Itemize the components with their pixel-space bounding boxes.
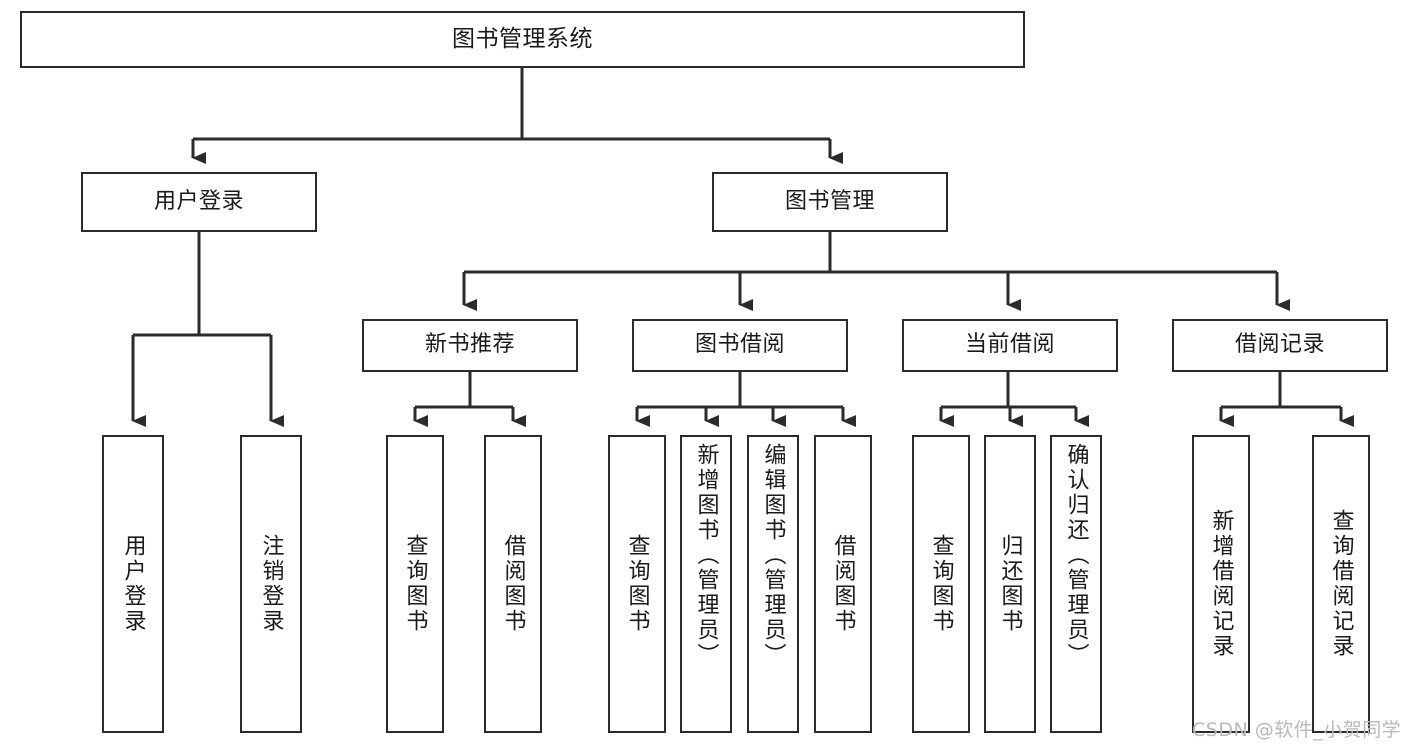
node-book-manage[interactable]: 图书管理 xyxy=(712,172,948,232)
node-new-book-rec[interactable]: 新书推荐 xyxy=(362,319,578,372)
node-leaf-bb-borrow[interactable]: 借阅图书 xyxy=(814,435,872,733)
node-leaf-cb-return-label: 归还图书 xyxy=(997,534,1023,634)
watermark-credit: CSDN @软件_小贺同学 xyxy=(1192,719,1402,741)
node-user-login[interactable]: 用户登录 xyxy=(81,172,317,232)
node-borrow-record[interactable]: 借阅记录 xyxy=(1172,319,1388,372)
node-leaf-rec-borrow-label: 借阅图书 xyxy=(500,534,526,634)
node-leaf-rec-query[interactable]: 查询图书 xyxy=(386,435,444,733)
node-book-borrow[interactable]: 图书借阅 xyxy=(632,319,848,372)
node-leaf-cb-confirm[interactable]: 确认归还（管理员） xyxy=(1050,435,1102,733)
node-leaf-cb-query-label: 查询图书 xyxy=(928,534,954,634)
node-leaf-rec-borrow[interactable]: 借阅图书 xyxy=(484,435,542,733)
node-book-manage-label: 图书管理 xyxy=(784,188,875,214)
node-leaf-user-logout-label: 注销登录 xyxy=(258,534,284,634)
node-new-book-rec-label: 新书推荐 xyxy=(424,332,515,358)
node-leaf-bb-edit-label: 编辑图书（管理员） xyxy=(760,443,786,668)
node-leaf-cb-query[interactable]: 查询图书 xyxy=(912,435,970,733)
node-leaf-br-query[interactable]: 查询借阅记录 xyxy=(1312,435,1370,733)
node-leaf-rec-query-label: 查询图书 xyxy=(402,534,428,634)
node-leaf-bb-query-label: 查询图书 xyxy=(624,534,650,634)
node-leaf-bb-edit[interactable]: 编辑图书（管理员） xyxy=(747,435,799,733)
node-current-borrow[interactable]: 当前借阅 xyxy=(902,319,1118,372)
node-leaf-user-logout[interactable]: 注销登录 xyxy=(240,435,302,733)
node-leaf-cb-return[interactable]: 归还图书 xyxy=(984,435,1036,733)
node-leaf-user-login-label: 用户登录 xyxy=(120,534,146,634)
node-root-label: 图书管理系统 xyxy=(452,25,593,52)
node-leaf-bb-query[interactable]: 查询图书 xyxy=(608,435,666,733)
node-current-borrow-label: 当前借阅 xyxy=(964,332,1055,358)
node-root[interactable]: 图书管理系统 xyxy=(20,11,1025,68)
node-borrow-record-label: 借阅记录 xyxy=(1234,332,1325,358)
node-book-borrow-label: 图书借阅 xyxy=(694,332,785,358)
node-leaf-br-add[interactable]: 新增借阅记录 xyxy=(1192,435,1250,733)
node-leaf-bb-add[interactable]: 新增图书（管理员） xyxy=(680,435,732,733)
node-leaf-bb-add-label: 新增图书（管理员） xyxy=(693,443,719,668)
node-leaf-bb-borrow-label: 借阅图书 xyxy=(830,534,856,634)
node-user-login-label: 用户登录 xyxy=(153,188,244,214)
node-leaf-user-login[interactable]: 用户登录 xyxy=(102,435,164,733)
node-leaf-br-add-label: 新增借阅记录 xyxy=(1208,509,1234,659)
node-leaf-cb-confirm-label: 确认归还（管理员） xyxy=(1063,443,1089,668)
node-leaf-br-query-label: 查询借阅记录 xyxy=(1328,509,1354,659)
